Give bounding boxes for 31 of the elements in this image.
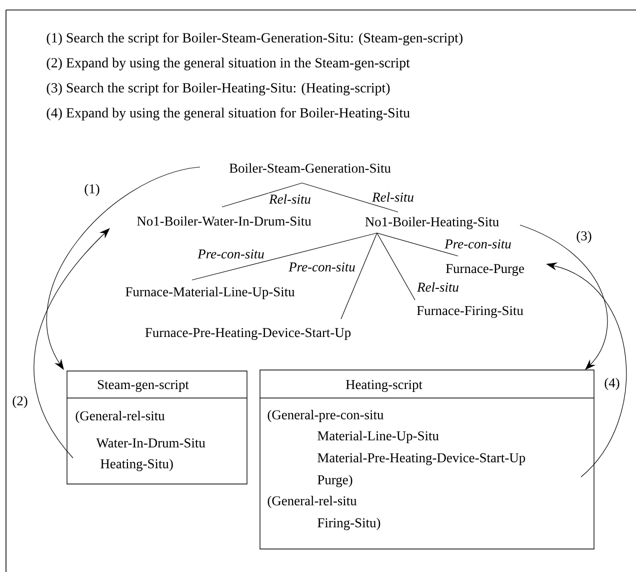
relation-line bbox=[376, 232, 458, 256]
step-number: (2) bbox=[11, 394, 29, 410]
relation-label: Rel-situ bbox=[371, 191, 415, 203]
relation-label: Pre-con-situ bbox=[196, 248, 266, 260]
situation-text: No1-Boiler-Water-In-Drum-Situ bbox=[137, 216, 312, 226]
relation-label: Pre-con-situ bbox=[444, 238, 512, 250]
relation-label: Rel-situ bbox=[268, 193, 312, 205]
instruction-text: (3) Search the script for Boiler-Heating-Situ: (Heating-script) bbox=[46, 82, 390, 96]
step-number: (4) bbox=[603, 376, 621, 392]
relation-line bbox=[302, 182, 398, 212]
script-box: Heating-script (General-pre-con-situ Material-Line-Up-Situ Material-Pre-Heating-Device-Start-Up Purge) (General-rel-situ Firing-Situ) bbox=[260, 370, 594, 550]
curved-arrow bbox=[520, 224, 608, 370]
situation-text: No1-Boiler-Heating-Situ bbox=[365, 216, 499, 230]
curved-arrow bbox=[46, 166, 200, 370]
instruction-text: (1) Search the script for Boiler-Steam-Generation-Situ: (Steam-gen-script) bbox=[46, 32, 462, 46]
relation-line bbox=[376, 232, 416, 300]
instruction-text: (4) Expand by using the general situation for Boiler-Heating-Situ bbox=[46, 108, 410, 120]
step-number: (1) bbox=[83, 182, 101, 198]
situation-text: Furnace-Pre-Heating-Device-Start-Up bbox=[145, 328, 351, 340]
instruction-text: (2) Expand by using the general situation in the Steam-gen-script bbox=[46, 58, 410, 70]
relation-label: Rel-situ bbox=[416, 281, 460, 293]
relation-line bbox=[192, 232, 378, 280]
situation-text: Furnace-Firing-Situ bbox=[416, 306, 524, 318]
relation-line bbox=[222, 182, 302, 208]
situation-text: Boiler-Steam-Generation-Situ bbox=[229, 163, 391, 173]
situation-text: Furnace-Purge bbox=[446, 264, 524, 276]
step-number: (3) bbox=[575, 230, 593, 244]
situation-text: Furnace-Material-Line-Up-Situ bbox=[126, 286, 295, 300]
script-box: Steam-gen-script (General-rel-situ Water-In-Drum-Situ Heating-Situ) bbox=[66, 370, 248, 484]
relation-label: Pre-con-situ bbox=[288, 261, 356, 273]
relation-line bbox=[340, 232, 378, 320]
